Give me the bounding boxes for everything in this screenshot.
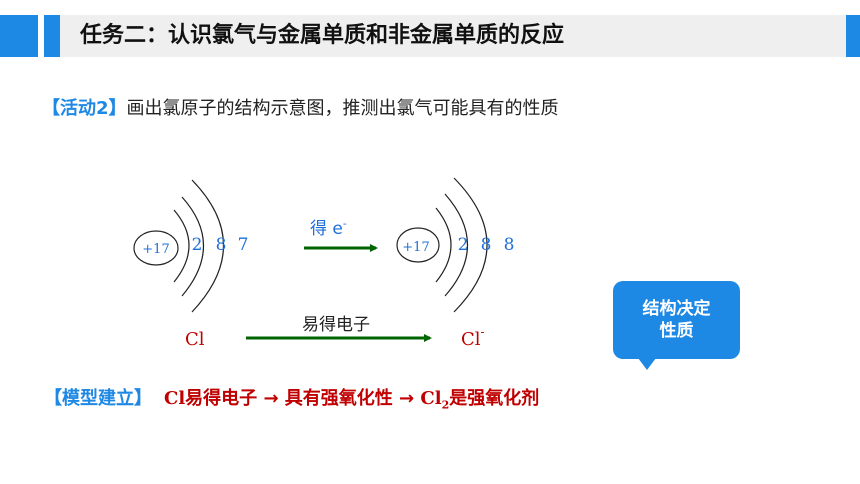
title-bar: 任务二：认识氯气与金属单质和非金属单质的反应 <box>0 15 860 57</box>
chloride-ion-label: Cl- <box>461 325 485 350</box>
callout-tail <box>638 358 656 370</box>
left-shell-2-electrons: 8 <box>216 235 227 255</box>
left-shell-3-electrons: 7 <box>238 235 249 255</box>
left-nucleus-circle <box>133 230 179 266</box>
gain-electron-label: 得 e- <box>310 217 347 239</box>
title-accent-inner <box>44 15 60 57</box>
title-accent-right <box>846 15 860 57</box>
structure-determines-property-callout: 结构决定性质 <box>613 281 740 359</box>
left-shell-1-electrons: 2 <box>192 235 203 255</box>
right-shell-2 <box>444 193 469 297</box>
right-shell-3 <box>453 177 488 313</box>
right-shell-2-electrons: 8 <box>481 235 492 255</box>
left-shell-3 <box>191 179 224 313</box>
right-shell-1 <box>435 207 452 283</box>
activity-line: 【活动2】画出氯原子的结构示意图，推测出氯气可能具有的性质 <box>42 94 559 120</box>
model-line: 【模型建立】 Cl易得电子 → 具有强氧化性 → Cl2是强氧化剂 <box>44 384 539 412</box>
page-title: 任务二：认识氯气与金属单质和非金属单质的反应 <box>80 23 565 48</box>
left-nucleus-charge: +17 <box>142 242 169 257</box>
activity-text: 画出氯原子的结构示意图，推测出氯气可能具有的性质 <box>126 98 559 119</box>
model-conclusion: Cl易得电子 → 具有强氧化性 → Cl2是强氧化剂 <box>164 388 540 412</box>
right-shell-3-electrons: 8 <box>504 235 515 255</box>
right-nucleus-charge: +17 <box>402 240 429 255</box>
right-shell-1-electrons: 2 <box>458 235 469 255</box>
model-tag: 【模型建立】 <box>44 388 152 409</box>
title-band <box>60 15 846 57</box>
easily-gain-electron-label: 易得电子 <box>302 315 370 335</box>
left-shell-2 <box>181 196 204 297</box>
title-accent-left <box>0 15 38 57</box>
left-shell-1 <box>173 209 190 283</box>
right-nucleus-circle <box>396 227 440 263</box>
callout-text: 结构决定性质 <box>642 298 711 341</box>
activity-tag: 【活动2】 <box>42 98 127 119</box>
chlorine-atom-label: Cl <box>185 329 205 350</box>
